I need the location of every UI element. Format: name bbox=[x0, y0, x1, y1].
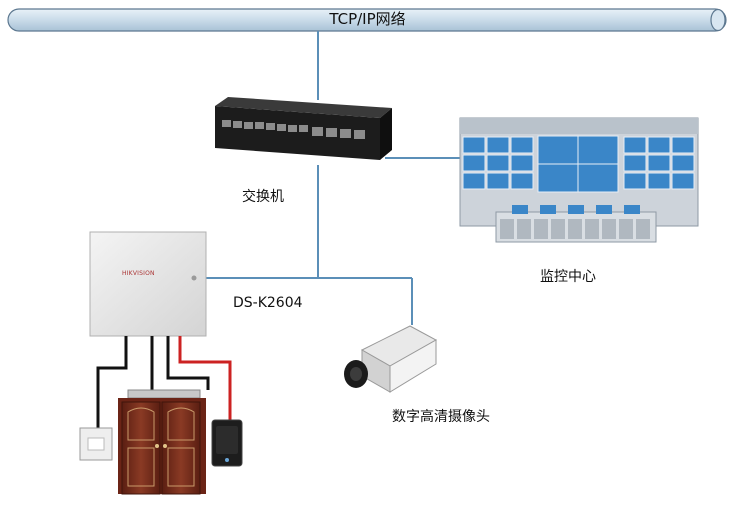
video-wall-screens bbox=[462, 135, 695, 193]
switch-ports bbox=[222, 120, 365, 139]
controller-model-label: DS-K2604 bbox=[233, 295, 303, 311]
wire-to-card-reader bbox=[178, 336, 232, 420]
wire-to-door-right bbox=[166, 336, 210, 390]
monitoring-center bbox=[459, 117, 699, 243]
network-bus bbox=[7, 8, 727, 32]
network-bus-label: TCP/IP网络 bbox=[329, 10, 406, 28]
card-reader bbox=[211, 419, 243, 467]
hd-camera bbox=[344, 325, 438, 393]
camera-label: 数字高清摄像头 bbox=[392, 409, 490, 425]
operator-console bbox=[495, 205, 657, 243]
access-controller bbox=[89, 231, 207, 337]
switch-device bbox=[215, 97, 392, 160]
controller-wiring bbox=[96, 336, 232, 428]
wire-to-exit-button bbox=[96, 336, 128, 428]
switch-label: 交换机 bbox=[242, 189, 284, 205]
exit-button-device bbox=[79, 427, 113, 461]
door bbox=[118, 389, 206, 495]
controller-brand-logo: HIKVISION bbox=[122, 270, 155, 277]
link-lines bbox=[205, 31, 460, 325]
monitoring-center-label: 监控中心 bbox=[540, 269, 596, 285]
